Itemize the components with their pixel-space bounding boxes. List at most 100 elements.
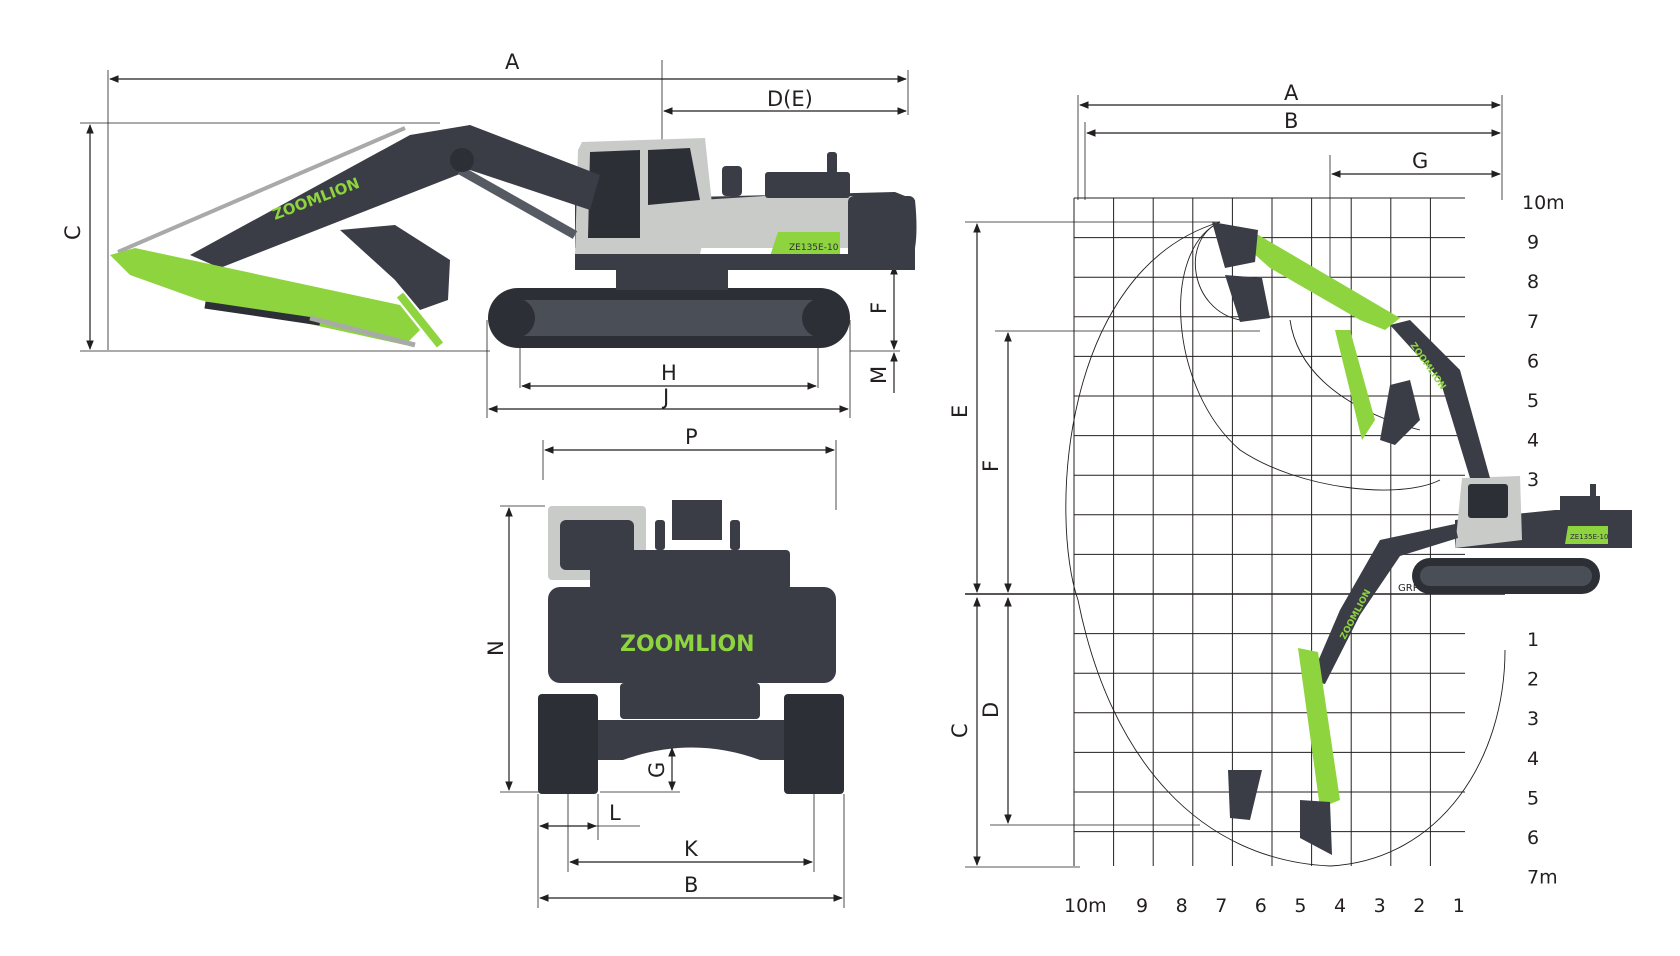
side-label-de: D(E): [767, 87, 813, 111]
range-model-panel: [1565, 526, 1608, 544]
rear-track-frame: [598, 720, 785, 760]
rear-upper-top: [590, 550, 790, 590]
side-label-f: F: [867, 302, 891, 314]
range-lowered-arm: [1298, 648, 1340, 808]
range-model-label: ZE135E-10: [1570, 533, 1608, 541]
range-label-g: G: [1412, 149, 1428, 173]
range-track-frame: [1420, 566, 1592, 586]
side-label-c: C: [61, 225, 85, 240]
rear-view: P N ZOOMLION G L K B: [484, 425, 845, 908]
range-label-b: B: [1284, 109, 1298, 133]
reach-tick-label: 8: [1176, 895, 1188, 917]
range-inner-envelope: [1180, 221, 1441, 491]
side-label-m: M: [867, 366, 891, 384]
depth-tick-label: 5: [1527, 787, 1539, 809]
side-boom: [190, 125, 600, 268]
depth-tick-label: 1: [1527, 629, 1539, 651]
range-raised-boom: [1390, 320, 1490, 478]
side-track-frame: [500, 300, 838, 336]
side-bucket-link: [396, 292, 444, 348]
height-tick-label: 9: [1527, 232, 1539, 254]
depth-tick-label: 6: [1527, 827, 1539, 849]
reach-tick-label: 10m: [1064, 895, 1107, 917]
side-arm-cylinder: [204, 301, 321, 326]
depth-tick-label: 4: [1527, 748, 1539, 770]
rear-label-l: L: [609, 801, 621, 825]
side-cab-window-side: [648, 148, 700, 205]
range-mid-arm: [1335, 330, 1375, 440]
side-arm-rod: [309, 315, 416, 348]
depth-tick-label: 2: [1527, 669, 1539, 691]
side-boom-cylinder: [457, 166, 578, 239]
range-label-e: E: [948, 405, 972, 418]
range-raised-arm: [1225, 228, 1400, 330]
side-arm: [110, 248, 420, 345]
range-lowered-boom: [1310, 524, 1458, 684]
height-tick-label: 3: [1527, 469, 1539, 491]
range-outer-envelope: [1065, 221, 1506, 867]
side-boom-pin: [450, 148, 474, 172]
reach-tick-label: 7: [1215, 895, 1227, 917]
side-sprocket: [495, 298, 535, 338]
working-range-grid: [1073, 197, 1465, 866]
height-tick-label: 8: [1527, 271, 1539, 293]
reach-tick-label: 5: [1294, 895, 1306, 917]
range-bucket-arc: [1195, 221, 1241, 321]
range-label-a: A: [1284, 81, 1299, 105]
side-exhaust: [827, 152, 837, 174]
side-label-h: H: [661, 361, 677, 385]
range-mid-bucket: [1380, 380, 1420, 445]
depth-tick-label: 7m: [1527, 867, 1558, 889]
range-label-c: C: [948, 723, 972, 738]
side-label-a: A: [505, 50, 520, 74]
side-upper-base: [575, 254, 915, 270]
side-counterweight: [848, 196, 915, 268]
side-cab-window-front: [588, 150, 640, 238]
height-tick-label: 7: [1527, 311, 1539, 333]
rear-counterweight: [548, 587, 836, 683]
reach-tick-label: 9: [1136, 895, 1148, 917]
rear-brand: ZOOMLION: [620, 632, 755, 657]
range-label-grp: GRP: [1398, 583, 1419, 594]
side-bucket: [340, 225, 450, 310]
reach-tick-label: 3: [1374, 895, 1386, 917]
range-raised-bucket-lower: [1225, 275, 1270, 322]
rear-center-frame: [620, 683, 760, 719]
rear-engine-stack: [672, 500, 722, 540]
rear-label-g: G: [645, 762, 669, 778]
depth-tick-label: 3: [1527, 708, 1539, 730]
range-reach-ticks: 10m 9 8 7 6 5 4 3 2 1: [1064, 895, 1465, 917]
rear-label-k: K: [684, 837, 699, 861]
side-label-j: J: [661, 385, 669, 409]
side-air-filter: [722, 166, 742, 196]
reach-tick-label: 1: [1453, 895, 1465, 917]
reach-tick-label: 4: [1334, 895, 1346, 917]
side-boom-hydraulic-line: [117, 126, 406, 254]
height-tick-label: 10m: [1522, 192, 1565, 214]
rear-label-b: B: [684, 873, 698, 897]
range-deep-bucket: [1228, 770, 1262, 820]
range-engine-hood: [1560, 496, 1600, 512]
range-raised-bucket-upper: [1212, 222, 1258, 268]
rear-label-p: P: [685, 425, 698, 449]
side-idler: [802, 298, 842, 338]
side-view: A D(E) C F M H J ZE135E-10: [61, 50, 917, 418]
range-label-d: D: [979, 702, 1003, 718]
rear-label-n: N: [484, 640, 508, 656]
rear-track-left: [538, 694, 598, 794]
side-model-label: ZE135E-10: [789, 243, 839, 253]
height-tick-label: 4: [1527, 430, 1539, 452]
range-exhaust: [1590, 484, 1596, 498]
height-tick-label: 5: [1527, 390, 1539, 412]
range-lowered-bucket: [1300, 800, 1332, 855]
reach-tick-label: 6: [1255, 895, 1267, 917]
side-engine-hood: [765, 172, 850, 198]
rear-filter-left: [655, 520, 665, 550]
height-tick-label: 6: [1527, 350, 1539, 372]
rear-track-right: [784, 694, 844, 794]
reach-tick-label: 2: [1413, 895, 1425, 917]
rear-filter-right: [730, 520, 740, 550]
range-cab-window: [1468, 484, 1508, 518]
range-height-ticks: 10m 9 8 7 6 5 4 3: [1522, 192, 1565, 491]
